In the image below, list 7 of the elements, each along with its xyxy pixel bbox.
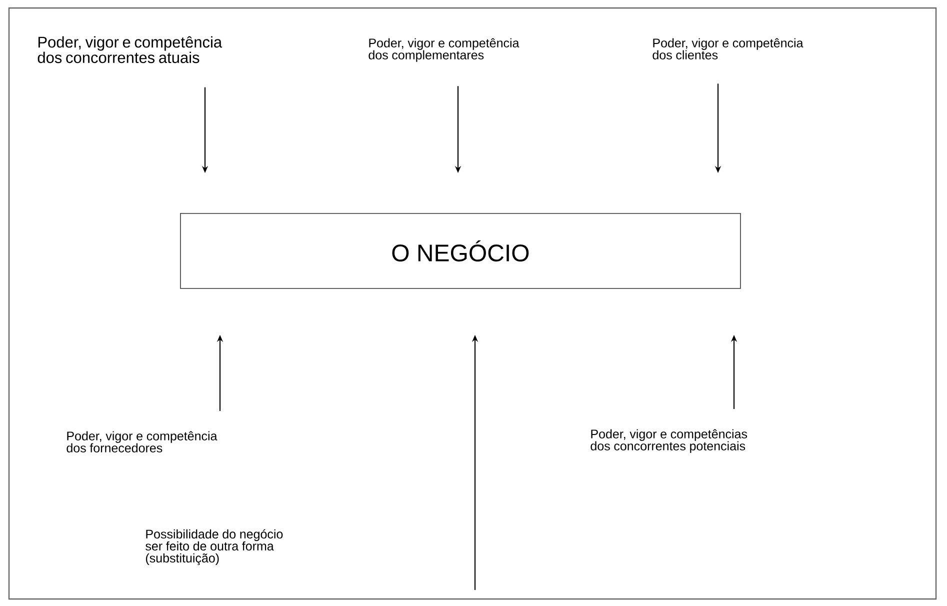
force-label: Poder, vigor e competência dos complementares: [368, 38, 520, 62]
force-label: Poder, vigor e competência dos concorrentes atuais: [38, 36, 222, 64]
force-label: Poder, vigor e competência dos clientes: [652, 38, 804, 60]
force-label: Poder, vigor e competências dos concorrentes potenciais: [590, 429, 748, 453]
business-box: O NEGÓCIO: [180, 213, 741, 289]
note-text: Possibilidade do negócio ser feito de outra forma (substituição): [146, 529, 283, 566]
force-label: Poder, vigor e competência dos fornecedores: [66, 431, 218, 452]
